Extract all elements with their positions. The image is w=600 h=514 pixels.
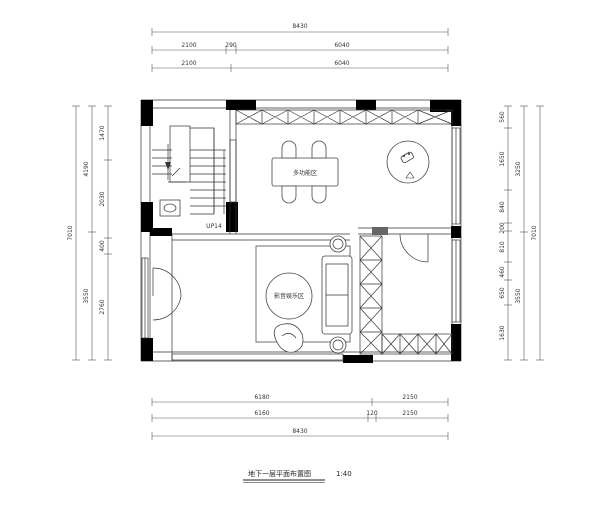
dim-left-mid-b: 3550 xyxy=(83,288,90,303)
dim-bottom-r2-c: 2150 xyxy=(402,410,417,417)
dim-left-inner-b: 2030 xyxy=(99,191,106,206)
dim-right-inner-b: 1650 xyxy=(499,151,506,166)
drawing-title: 地下一层平面布置图 1:40 xyxy=(243,469,352,483)
dim-right-inner-c: 840 xyxy=(499,201,506,213)
dim-bottom-r1-b: 2150 xyxy=(402,394,417,401)
drawing-title-text: 地下一层平面布置图 xyxy=(248,469,311,478)
dim-right-inner-a: 560 xyxy=(499,111,506,123)
dim-right-mid-b: 3550 xyxy=(515,288,522,303)
right-storage-cabinets xyxy=(359,235,453,355)
living-area-label: 影音娱乐区 xyxy=(274,292,304,300)
dim-top-r1-a: 2100 xyxy=(181,42,196,49)
dim-bottom-r2-b: 120 xyxy=(366,410,378,417)
right-dimensions: 560 1650 840 200 810 460 650 1630 3250 3… xyxy=(499,105,544,361)
dim-right-inner-e: 810 xyxy=(499,241,506,253)
dim-top-r1-c: 6040 xyxy=(334,42,349,49)
top-storage-cabinets xyxy=(235,109,453,125)
stair-label: UP14 xyxy=(206,223,222,230)
dim-bottom-r1-a: 6180 xyxy=(254,394,269,401)
doors xyxy=(152,233,429,321)
dim-right-inner-h: 1630 xyxy=(499,325,506,340)
dim-bottom-r2-a: 6160 xyxy=(254,410,269,417)
drawing-scale: 1:40 xyxy=(336,470,352,478)
dining-table-group: 多功能区 xyxy=(271,140,339,204)
windows xyxy=(141,127,461,361)
living-area: 影音娱乐区 xyxy=(255,235,353,354)
round-table xyxy=(386,140,430,184)
dim-left-outer: 7010 xyxy=(67,225,74,240)
dim-top-r2-a: 2100 xyxy=(181,60,196,67)
dim-top-r1-b: 290 xyxy=(225,42,237,49)
dim-top-overall: 8430 xyxy=(292,23,307,30)
dim-top-r2-b: 6040 xyxy=(334,60,349,67)
left-dimensions: 7010 4190 3550 1470 2030 400 2760 xyxy=(67,105,112,361)
toilet-fixture xyxy=(159,199,181,217)
dim-right-inner-g: 650 xyxy=(499,287,506,299)
dim-left-inner-c: 400 xyxy=(99,240,106,252)
bottom-dimensions: 6180 2150 6160 120 2150 8430 xyxy=(151,394,449,440)
dim-left-inner-a: 1470 xyxy=(99,125,106,140)
dim-bottom-overall: 8430 xyxy=(292,428,307,435)
dim-left-mid-a: 4190 xyxy=(83,161,90,176)
dim-left-inner-d: 2760 xyxy=(99,299,106,314)
staircase: UP14 xyxy=(152,125,226,230)
dim-right-inner-f: 460 xyxy=(499,266,506,278)
top-dimensions: 8430 2100 290 6040 2100 6040 xyxy=(151,23,449,72)
dim-right-mid-a: 3250 xyxy=(515,161,522,176)
dim-right-inner-d: 200 xyxy=(499,222,506,234)
dining-area-label: 多功能区 xyxy=(293,169,317,177)
walls xyxy=(140,99,462,363)
dim-right-outer: 7010 xyxy=(531,225,538,240)
